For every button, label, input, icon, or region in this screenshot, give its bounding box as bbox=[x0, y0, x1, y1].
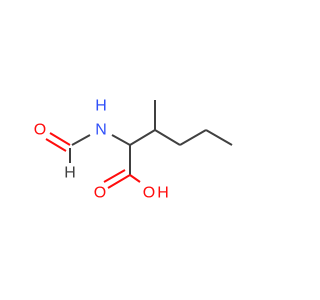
bond-n-cformyl bbox=[71, 134, 91, 146]
bond-cgamma-cdelta bbox=[179, 129, 207, 146]
bond-cdelta-cepsilon bbox=[205, 129, 233, 146]
bond-cformyl-o-2 bbox=[45, 138, 67, 152]
bond-n-calpha bbox=[111, 134, 131, 146]
atom-label-o-carbonyl: O bbox=[94, 185, 106, 202]
bond-ccarboxyl-o-1 bbox=[107, 174, 131, 189]
atom-label-h-formyl: H bbox=[64, 165, 76, 182]
atom-label-n: N bbox=[95, 122, 107, 139]
bonds bbox=[45, 100, 233, 189]
atom-label-nh-h: H bbox=[95, 98, 107, 115]
atom-labels: H N O H O O H bbox=[34, 98, 169, 202]
atom-label-o-formyl: O bbox=[34, 122, 46, 139]
bond-calpha-cbeta bbox=[129, 129, 156, 146]
bond-ccarboxyl-oh bbox=[129, 174, 141, 183]
molecule-structure: H N O H O O H bbox=[34, 98, 233, 202]
bond-cbeta-cgamma bbox=[154, 129, 181, 146]
bond-ccarboxyl-o-2 bbox=[103, 169, 126, 183]
bond-cformyl-o-1 bbox=[49, 132, 71, 146]
atom-label-oh-h: H bbox=[157, 185, 169, 202]
atom-label-oh-o: O bbox=[143, 185, 155, 202]
